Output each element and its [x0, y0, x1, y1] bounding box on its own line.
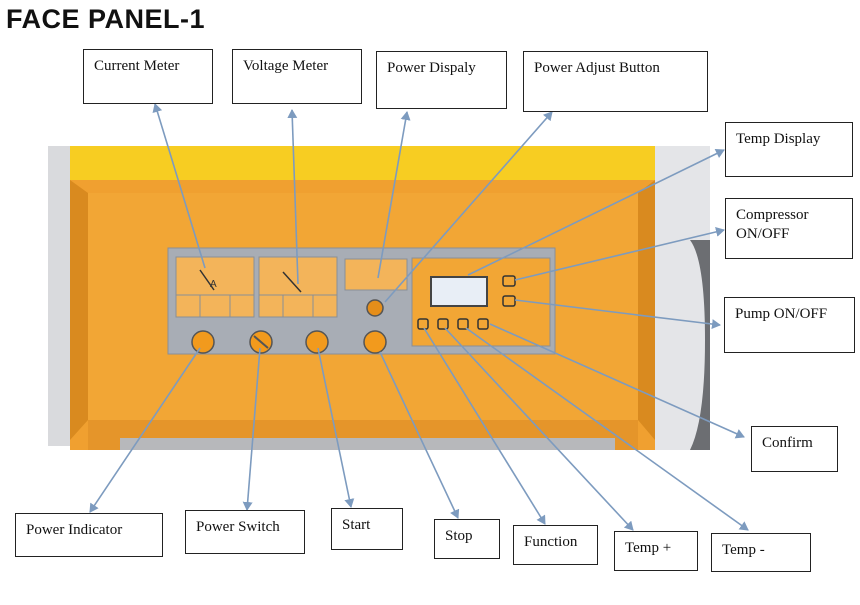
label-current-meter: Current Meter: [83, 49, 213, 104]
function-button: [437, 318, 449, 330]
label-confirm: Confirm: [751, 426, 838, 472]
label-power-switch: Power Switch: [185, 510, 305, 554]
cabinet-left-side: [70, 180, 88, 440]
power-adjust-knob: [366, 299, 384, 317]
temp-minus-button: [477, 318, 489, 330]
arrow-confirm: [489, 323, 745, 439]
current-meter-unit: A: [210, 279, 217, 290]
voltage-meter-needle: [282, 271, 302, 293]
current-meter-base-left: [175, 294, 201, 318]
arrow-temp-minus: [465, 327, 749, 531]
arrow-pump: [514, 299, 721, 329]
arrow-voltage-meter: [287, 109, 299, 285]
arrow-current-meter: [152, 103, 206, 269]
temp-display-screen: [430, 276, 488, 307]
voltage-meter-base-left: [258, 294, 284, 318]
current-meter-base-right: [229, 294, 255, 318]
label-function: Function: [513, 525, 598, 565]
label-pump: Pump ON/OFF: [724, 297, 855, 353]
label-temp-display: Temp Display: [725, 122, 853, 177]
power-indicator-lamp: [191, 330, 215, 354]
arrow-stop: [379, 351, 460, 519]
pump-button: [502, 295, 516, 307]
arrow-power-display: [377, 111, 411, 279]
label-compressor: Compressor ON/OFF: [725, 198, 853, 259]
label-power-indicator: Power Indicator: [15, 513, 163, 557]
arrow-power-indicator: [89, 347, 201, 513]
current-meter-base-mid: [199, 294, 231, 318]
label-start: Start: [331, 508, 403, 550]
cabinet-base: [120, 438, 615, 450]
cabinet-right-side: [638, 180, 655, 440]
compressor-button: [502, 275, 516, 287]
background-right-shadow: [690, 240, 710, 450]
arrow-start: [317, 347, 355, 508]
arrow-function: [423, 327, 546, 525]
arrow-power-adjust: [384, 111, 553, 303]
power-display-screen: [344, 258, 408, 291]
start-button: [305, 330, 329, 354]
background-left-strip: [48, 146, 70, 446]
arrow-temp-display: [467, 149, 725, 276]
label-temp-minus: Temp -: [711, 533, 811, 572]
label-power-display: Power Dispaly: [376, 51, 507, 109]
page-title: FACE PANEL-1: [6, 4, 206, 34]
background-right-wall: [655, 146, 710, 450]
label-power-adjust-button: Power Adjust Button: [523, 51, 708, 112]
current-meter-needle: [199, 269, 215, 291]
stop-button: [363, 330, 387, 354]
arrow-temp-plus: [444, 327, 634, 531]
label-voltage-meter: Voltage Meter: [232, 49, 362, 104]
arrow-compressor: [514, 226, 725, 281]
label-stop: Stop: [434, 519, 500, 559]
power-switch-knob-slot: [253, 335, 269, 349]
voltage-meter-base-mid: [282, 294, 314, 318]
arrow-power-switch: [242, 347, 261, 511]
current-meter-dial: [175, 256, 255, 296]
temp-plus-button: [457, 318, 469, 330]
voltage-meter-base-right: [312, 294, 338, 318]
confirm-button: [417, 318, 429, 330]
label-temp-plus: Temp +: [614, 531, 698, 571]
